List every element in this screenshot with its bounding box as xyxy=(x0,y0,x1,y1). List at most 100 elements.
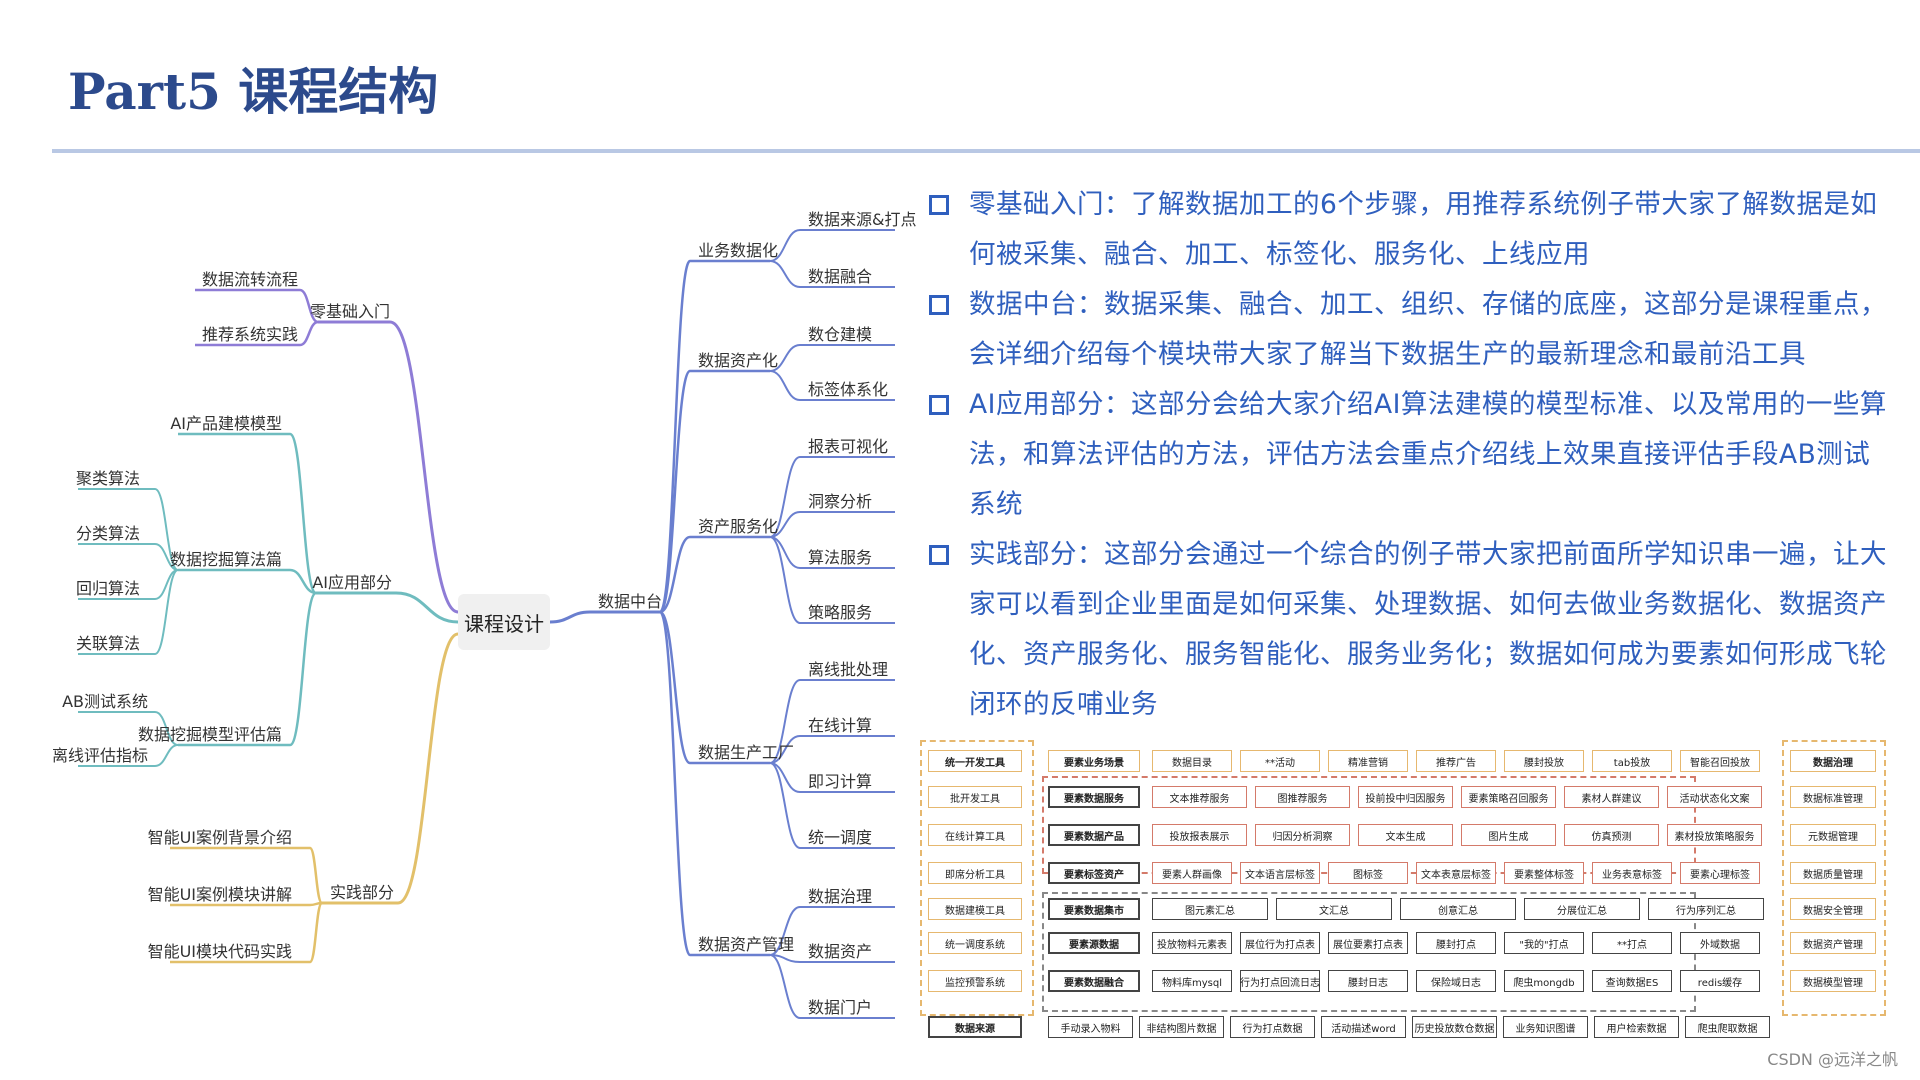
bullet-basics: 零基础入门：了解数据加工的6个步骤，用推荐系统例子带大家了解数据是如何被采集、融… xyxy=(925,180,1895,280)
diagram-cell: 数据来源 xyxy=(928,1016,1022,1038)
diagram-cell: 要素数据集市 xyxy=(1048,898,1140,920)
mindmap-node-l2: 资产服务化 xyxy=(698,517,779,536)
diagram-cell: 文本生成 xyxy=(1358,824,1453,846)
diagram-cell: 查询数据ES xyxy=(1592,970,1672,992)
diagram-cell: 即席分析工具 xyxy=(928,862,1022,884)
bullet-text: AI应用部分：这部分会给大家介绍AI算法建模的模型标准、以及常用的一些算法，和算… xyxy=(969,389,1887,520)
diagram-cell: 业务表意标签 xyxy=(1592,862,1672,884)
mindmap-branch xyxy=(769,511,801,538)
diagram-cell: 非结构图片数据 xyxy=(1139,1016,1224,1038)
mindmap-node-l2: AI产品建模模型 xyxy=(170,414,282,433)
mindmap-branch xyxy=(659,610,691,765)
page-title: Part5 课程结构 xyxy=(68,62,439,121)
diagram-cell: 行为打点回流日志 xyxy=(1240,970,1320,992)
diagram-cell: 投放报表展示 xyxy=(1152,824,1247,846)
diagram-cell: 文汇总 xyxy=(1276,898,1392,920)
mindmap-node-basics: 零基础入门 xyxy=(309,302,390,321)
diagram-cell: 要素业务场景 xyxy=(1048,750,1140,772)
square-bullet-icon xyxy=(929,295,949,315)
diagram-cell: 批开发工具 xyxy=(928,786,1022,808)
mindmap-branch xyxy=(288,591,318,747)
diagram-cell: "我的"打点 xyxy=(1504,932,1584,954)
diagram-cell: 活动状态化文案 xyxy=(1667,786,1762,808)
mindmap-node-l2: 数据挖掘模型评估篇 xyxy=(137,725,282,744)
mindmap-node-l3: 离线评估指标 xyxy=(51,746,148,765)
diagram-cell: 腰封日志 xyxy=(1328,970,1408,992)
mindmap-node-l3: 数据资产 xyxy=(808,942,873,961)
diagram-cell: 外域数据 xyxy=(1680,932,1760,954)
watermark: CSDN @远洋之帆 xyxy=(1767,1050,1898,1069)
mindmap-branch xyxy=(154,711,179,746)
mindmap-node-l3: 数仓建模 xyxy=(808,325,873,344)
mindmap-node-l3: 数据融合 xyxy=(808,267,873,286)
mindmap-branch xyxy=(769,344,801,372)
diagram-cell: **活动 xyxy=(1240,750,1320,772)
diagram-cell: 数据目录 xyxy=(1152,750,1232,772)
diagram-cell: redis缓存 xyxy=(1680,970,1760,992)
diagram-cell: 要素标签资产 xyxy=(1048,862,1140,884)
diagram-cell: 要素整体标签 xyxy=(1504,862,1584,884)
mindmap-node-l3: 分类算法 xyxy=(75,524,140,543)
mindmap-branch xyxy=(154,543,179,571)
diagram-cell: 要素策略召回服务 xyxy=(1461,786,1556,808)
diagram-cell: 爬虫爬取数据 xyxy=(1685,1016,1770,1038)
mindmap-node-l3: 在线计算 xyxy=(808,716,873,735)
diagram-cell: 物料库mysql xyxy=(1152,970,1232,992)
description-list: 零基础入门：了解数据加工的6个步骤，用推荐系统例子带大家了解数据是如何被采集、融… xyxy=(925,180,1895,730)
mindmap-node-l3: 数据治理 xyxy=(808,887,873,906)
diagram-cell: 数据标准管理 xyxy=(1790,786,1876,808)
mindmap-branch xyxy=(658,610,692,957)
mindmap-node-l3: 标签体系化 xyxy=(808,380,889,399)
mindmap-node-l2: 智能UI模块代码实践 xyxy=(147,942,292,961)
mindmap-branch xyxy=(769,260,801,288)
diagram-cell: 统一开发工具 xyxy=(928,750,1022,772)
mindmap-branch xyxy=(395,591,459,624)
mindmap-node-l2: 数据生产工厂 xyxy=(698,743,795,762)
mindmap-branch xyxy=(389,320,459,614)
diagram-cell: 历史投放数仓数据 xyxy=(1412,1016,1497,1038)
diagram-cell: 图元素汇总 xyxy=(1152,898,1268,920)
mindmap-branch xyxy=(299,320,319,347)
mindmap-node-l2: 数据挖掘算法篇 xyxy=(169,550,282,569)
tools-column xyxy=(920,740,1034,1016)
mindmap-node-l2: 业务数据化 xyxy=(698,241,779,260)
mindmap-node-l2: 数据资产管理 xyxy=(698,935,795,954)
mindmap-branch xyxy=(397,632,459,905)
diagram-cell: 精准营销 xyxy=(1328,750,1408,772)
diagram-cell: 要素数据融合 xyxy=(1048,970,1140,992)
mindmap-root: 课程设计 xyxy=(458,594,550,650)
mindmap-branch xyxy=(769,536,801,624)
bullet-data-middle-platform: 数据中台：数据采集、融合、加工、组织、存储的底座，这部分是课程重点，会详细介绍每… xyxy=(925,280,1895,380)
diagram-cell: 投前投中归因服务 xyxy=(1358,786,1453,808)
diagram-cell: 展位行为打点表 xyxy=(1240,932,1320,954)
architecture-diagram: 统一开发工具批开发工具在线计算工具即席分析工具数据建模工具统一调度系统监控预警系… xyxy=(920,736,1890,1041)
mindmap-branch xyxy=(769,229,801,262)
mindmap-branch xyxy=(769,954,801,1019)
diagram-cell: 图片生成 xyxy=(1461,824,1556,846)
governance-column xyxy=(1782,740,1886,1016)
diagram-cell: 用户检索数据 xyxy=(1594,1016,1679,1038)
mindmap-node-l3: 回归算法 xyxy=(75,579,140,598)
diagram-cell: 要素源数据 xyxy=(1048,932,1140,954)
diagram-cell: 要素数据服务 xyxy=(1048,786,1140,808)
diagram-cell: 素材人群建议 xyxy=(1564,786,1659,808)
square-bullet-icon xyxy=(929,195,949,215)
diagram-cell: 分展位汇总 xyxy=(1524,898,1640,920)
bullet-text: 数据中台：数据采集、融合、加工、组织、存储的底座，这部分是课程重点，会详细介绍每… xyxy=(969,289,1887,370)
mindmap-branch xyxy=(549,610,591,624)
mindmap-node-l2: 智能UI案例背景介绍 xyxy=(147,828,292,847)
diagram-cell: 文本表意层标签 xyxy=(1416,862,1496,884)
diagram-cell: 数据质量管理 xyxy=(1790,862,1876,884)
mindmap-node-l3: 洞察分析 xyxy=(808,492,873,511)
diagram-cell: 手动录入物料 xyxy=(1048,1016,1133,1038)
mindmap-node-l3: 关联算法 xyxy=(75,634,140,653)
mindmap-branch xyxy=(769,906,801,956)
diagram-cell: 文本语言层标签 xyxy=(1240,862,1320,884)
diagram-cell: 投放物料元素表 xyxy=(1152,932,1232,954)
mindmap-node-l2: 智能UI案例模块讲解 xyxy=(147,885,292,904)
title-divider xyxy=(52,149,1920,153)
mindmap-branch xyxy=(658,259,692,614)
mindmap-branch xyxy=(658,369,692,614)
diagram-cell: 行为序列汇总 xyxy=(1648,898,1764,920)
diagram-cell: 数据治理 xyxy=(1790,750,1876,772)
